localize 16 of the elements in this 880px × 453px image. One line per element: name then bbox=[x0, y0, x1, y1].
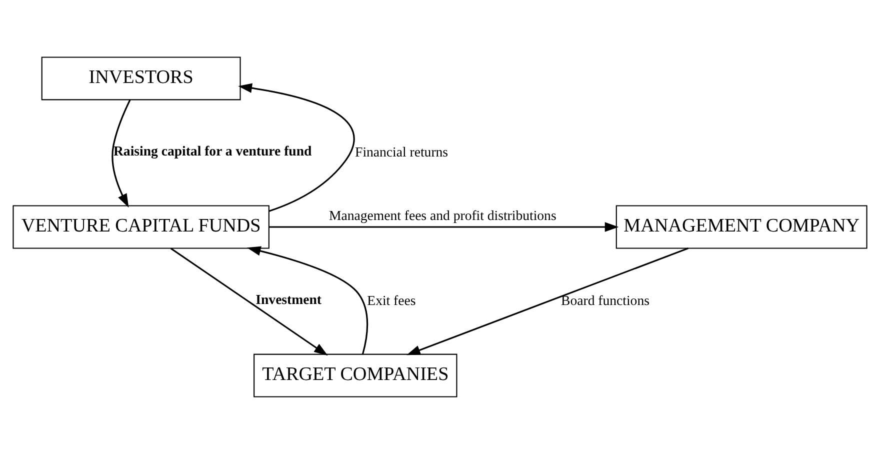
node-box: TARGET COMPANIES bbox=[254, 353, 458, 397]
node-box: VENTURE CAPITAL FUNDS bbox=[12, 204, 270, 248]
edge-label: Board functions bbox=[561, 292, 650, 308]
node-box: INVESTORS bbox=[41, 56, 241, 100]
arrow bbox=[269, 222, 619, 232]
arrow bbox=[238, 82, 355, 212]
edge-label: Exit fees bbox=[367, 292, 416, 308]
arrow bbox=[406, 247, 689, 355]
arrow bbox=[112, 99, 131, 208]
edge-label: Financial returns bbox=[355, 144, 448, 159]
arrow bbox=[246, 246, 368, 354]
edge-label: Management fees and profit distributions bbox=[328, 208, 556, 222]
edge-label: Investment bbox=[256, 291, 322, 306]
node-box: MANAGEMENT COMPANY bbox=[616, 204, 868, 248]
arrow bbox=[170, 247, 328, 356]
edge-label: Raising capital for a venture fund bbox=[113, 142, 312, 158]
